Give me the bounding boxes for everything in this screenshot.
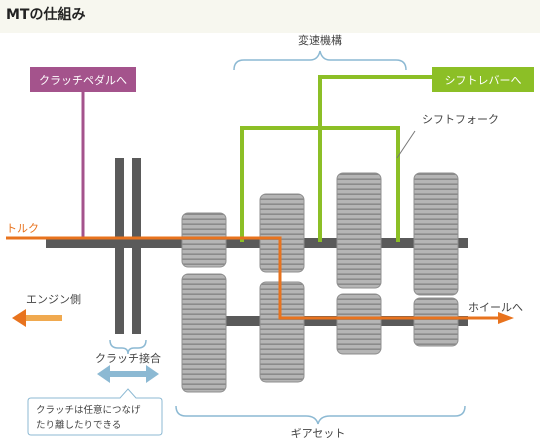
title-band [0,0,540,33]
gear-set-brace [175,405,466,425]
torque-label: トルク [6,222,39,235]
transmission-label: 変速機構 [298,33,342,47]
clutch-note-line1: クラッチは任意につなげ [36,404,141,416]
clutch-joint-double-arrow [97,365,159,383]
main-shaft [46,238,468,248]
gear-set [181,172,459,393]
engine-side-arrow [12,309,62,327]
transmission-brace [233,50,407,71]
shift-fork-callout-line [396,130,416,159]
shift-lever-label-box: シフトレバーへ [432,67,534,92]
gear-set-label: ギアセット [291,427,346,440]
shift-lever-label: シフトレバーへ [445,74,522,87]
clutch-joint-brace [109,339,147,355]
gear-1 [181,212,227,393]
clutch-note-callout: クラッチは任意につなげ たり離したりできる [27,388,163,436]
clutch-note-line2: たり離したりできる [36,419,121,431]
wheel-label: ホイールへ [468,301,523,314]
gear-3 [336,172,382,355]
engine-side-label: エンジン側 [26,293,81,306]
clutch-joint-label: クラッチ接合 [95,351,161,365]
shift-fork-label: シフトフォーク [422,113,499,126]
torque-path [6,236,514,324]
clutch-pedal-label: クラッチペダルへ [39,73,127,87]
gear-4 [413,172,459,347]
gear-2 [259,193,305,383]
clutch-pedal-label-box: クラッチペダルへ [30,67,136,92]
shift-fork-linkage [240,75,432,242]
page-title: MTの仕組み [6,7,86,23]
